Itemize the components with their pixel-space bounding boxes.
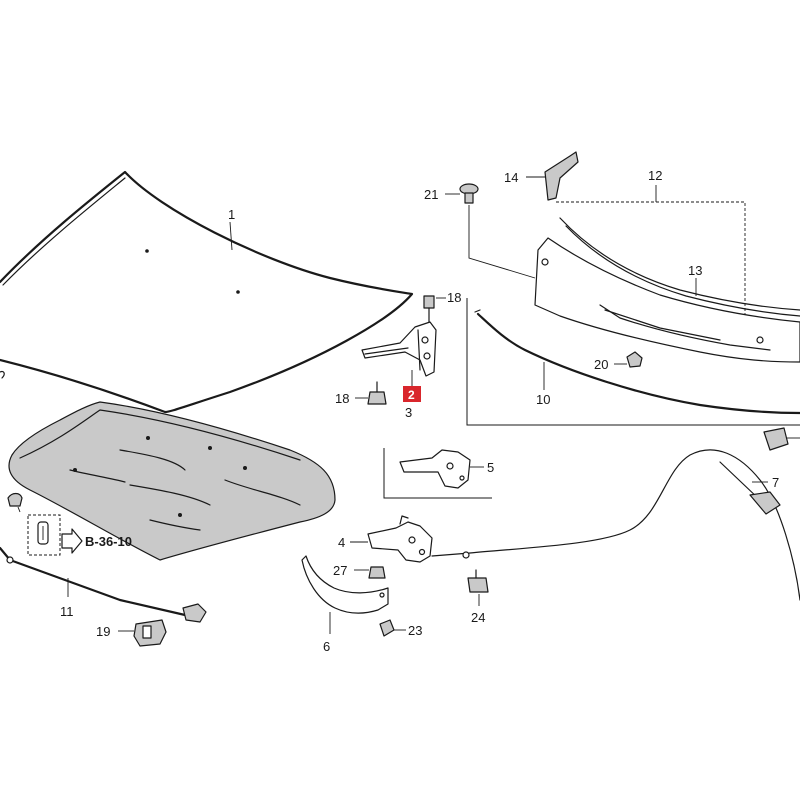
release-cable bbox=[431, 449, 800, 601]
reference-b-36-10: B-36-10 bbox=[85, 534, 132, 549]
lock-bolt bbox=[368, 566, 386, 579]
latch-striker bbox=[399, 449, 471, 489]
callout-24: 24 bbox=[471, 610, 485, 625]
callout-7: 7 bbox=[772, 475, 779, 490]
hood-stopper bbox=[459, 183, 479, 204]
callout-5: 5 bbox=[487, 460, 494, 475]
cover-nut bbox=[379, 619, 395, 637]
support-rod bbox=[0, 546, 207, 623]
cable-clamp bbox=[467, 569, 489, 593]
clip-reference: B-36-10 bbox=[7, 492, 132, 556]
callout-23: 23 bbox=[408, 623, 422, 638]
rod-holder bbox=[133, 619, 167, 647]
hood-panel bbox=[0, 170, 414, 414]
callout-19: 19 bbox=[96, 624, 110, 639]
callout-18-lower: 18 bbox=[335, 391, 349, 406]
hood-hinge bbox=[361, 295, 437, 405]
cowl-top bbox=[534, 217, 800, 363]
callout-1: 1 bbox=[228, 207, 235, 222]
callout-13: 13 bbox=[688, 263, 702, 278]
callout-14: 14 bbox=[504, 170, 518, 185]
cowl-seal bbox=[474, 309, 800, 415]
callout-18-upper: 18 bbox=[447, 290, 461, 305]
callout-27: 27 bbox=[333, 563, 347, 578]
callout-6: 6 bbox=[323, 639, 330, 654]
hood-lock bbox=[367, 515, 433, 563]
callout-2: 2 bbox=[408, 388, 415, 402]
cowl-side-bracket bbox=[544, 151, 579, 201]
callout-3: 3 bbox=[405, 405, 412, 420]
callout-12: 12 bbox=[648, 168, 662, 183]
callout-4: 4 bbox=[338, 535, 345, 550]
cowl-clip bbox=[626, 351, 643, 368]
callout-21: 21 bbox=[424, 187, 438, 202]
hood-insulator bbox=[8, 401, 336, 561]
callout-11: 11 bbox=[60, 604, 74, 619]
callout-10: 10 bbox=[536, 392, 550, 407]
edge-bracket bbox=[763, 427, 789, 451]
lock-cover bbox=[301, 555, 389, 614]
highlight-2-box bbox=[403, 386, 421, 402]
callout-20: 20 bbox=[594, 357, 608, 372]
